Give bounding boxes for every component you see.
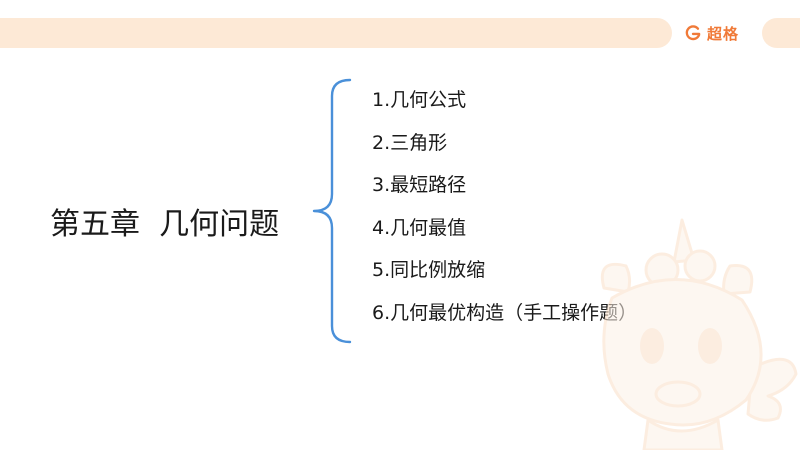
chapter-title: 第五章 几何问题	[50, 207, 280, 242]
topic-item: 1.几何公式	[372, 89, 467, 111]
brand-logo-icon	[685, 25, 701, 41]
topic-item: 2.三角形	[372, 131, 448, 154]
topic-list: 1.几何公式 2.三角形 3.最短路径 4.几何最值 5.同比例放缩 6.几何最…	[372, 82, 637, 337]
brand-name: 超格	[707, 24, 740, 43]
topic-item: 3.最短路径	[372, 174, 467, 196]
topic-item: 5.同比例放缩	[372, 259, 486, 281]
header-band	[0, 18, 672, 48]
topic-item: 4.几何最值	[372, 216, 467, 239]
header-band-right	[762, 18, 800, 48]
topic-item: 6.几何最优构造（手工操作题）	[372, 301, 638, 324]
brand: 超格	[684, 20, 739, 46]
curly-brace-icon	[312, 78, 352, 344]
unicorn-mascot-watermark	[600, 218, 798, 450]
